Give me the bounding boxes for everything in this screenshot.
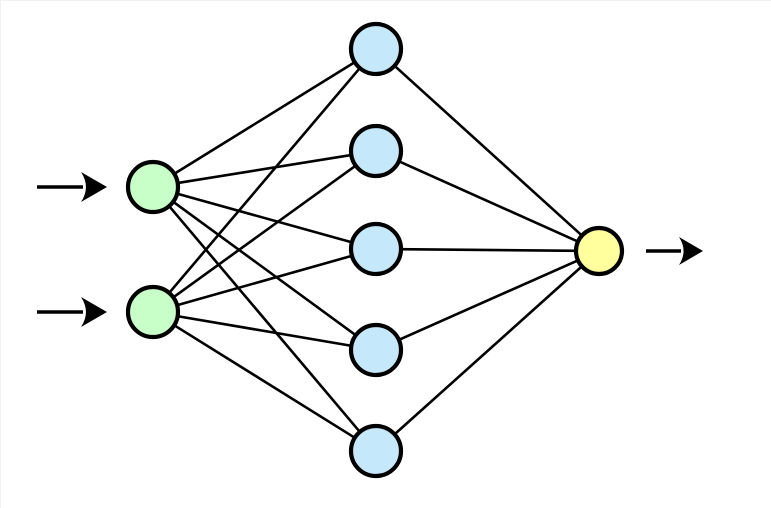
edge-h3-o1 bbox=[397, 247, 580, 253]
edge-i2-h1 bbox=[166, 65, 363, 296]
output-node-1[interactable] bbox=[573, 225, 625, 277]
edge-i2-h4 bbox=[174, 314, 355, 348]
hidden-node-3[interactable] bbox=[348, 221, 404, 277]
hidden-node-5[interactable] bbox=[348, 423, 404, 479]
hidden-node-2[interactable] bbox=[348, 123, 404, 179]
edge-i1-h4 bbox=[170, 199, 359, 338]
edge-i1-h5 bbox=[166, 203, 363, 435]
edge-i2-h2 bbox=[170, 163, 359, 300]
hidden-node-1[interactable] bbox=[348, 21, 404, 77]
input-node-1[interactable] bbox=[125, 159, 181, 215]
input-arrow-1 bbox=[37, 172, 107, 202]
output-arrow-1-head-icon bbox=[679, 237, 703, 265]
edge-i2-h5 bbox=[171, 322, 358, 441]
input-node-2[interactable] bbox=[125, 284, 181, 340]
edge-i1-h3 bbox=[173, 191, 356, 245]
output-arrow-1 bbox=[646, 237, 703, 265]
edge-h1-o1 bbox=[391, 63, 585, 239]
edge-i1-h1 bbox=[171, 59, 358, 177]
edge-h5-o1 bbox=[391, 263, 585, 437]
edge-h4-o1 bbox=[395, 258, 582, 342]
nodes-group bbox=[125, 21, 625, 479]
edge-h2-o1 bbox=[395, 159, 582, 244]
edge-i2-h3 bbox=[173, 253, 356, 308]
edge-i1-h2 bbox=[174, 153, 355, 185]
input-arrow-2-head-icon bbox=[81, 297, 107, 327]
hidden-node-4[interactable] bbox=[348, 322, 404, 378]
io-arrows-group bbox=[37, 172, 703, 327]
input-arrow-2 bbox=[37, 297, 107, 327]
edges-group bbox=[166, 59, 585, 441]
input-arrow-1-head-icon bbox=[81, 172, 107, 202]
